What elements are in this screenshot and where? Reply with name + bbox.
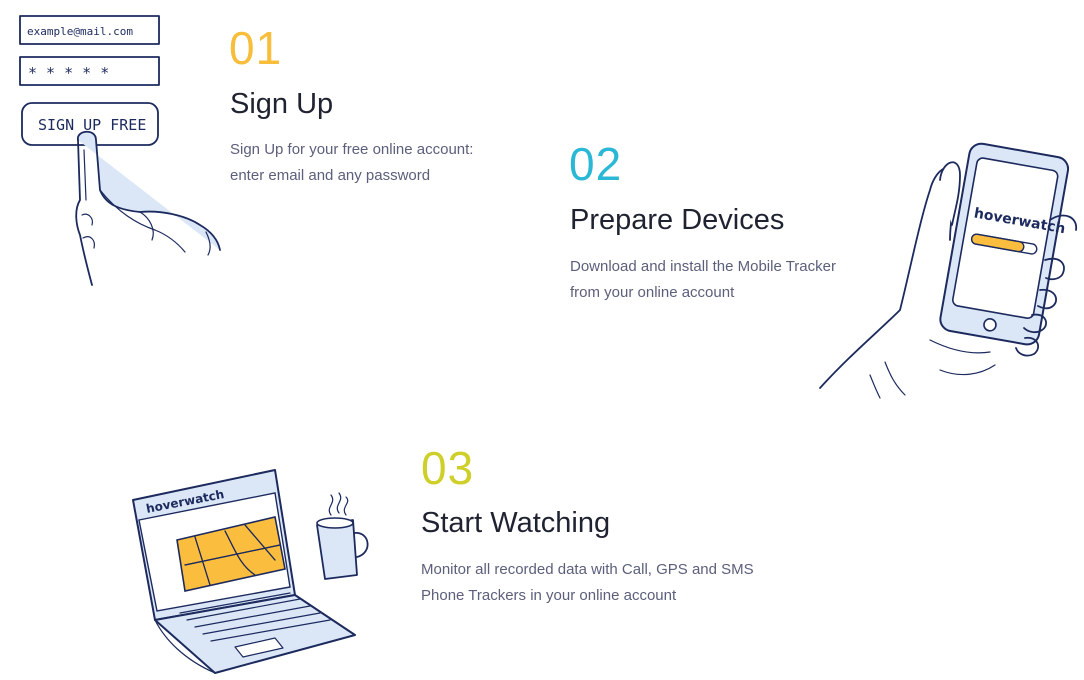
step-1-number: 01 [229,22,283,74]
step-2-title: Prepare Devices [570,204,785,236]
step-2-description-line-2: from your online account [570,284,735,301]
password-field-drawing: * * * * * [19,56,160,86]
password-mask: * * * * * [28,64,109,82]
email-placeholder: example@mail.com [27,25,133,38]
signup-illustration: example@mail.com * * * * * SIGN UP FREE [19,15,221,286]
email-field-drawing: example@mail.com [19,15,160,45]
hand-pointing-icon [75,130,221,286]
step-3-description-line-1: Monitor all recorded data with Call, GPS… [421,561,754,578]
step-3-number: 03 [421,442,475,494]
step-3-title: Start Watching [421,507,611,539]
step-1-description-line-2: enter email and any password [230,167,431,184]
map-drawing [176,516,286,592]
step-2-description-line-1: Download and install the Mobile Tracker [570,258,836,275]
phone-progress-fill [970,233,1025,253]
step-3-description-line-2: Phone Trackers in your online account [421,587,677,604]
laptop-with-map-icon: hoverwatch [132,469,369,674]
signup-button-label: SIGN UP FREE [38,116,146,134]
step-1-description-line-1: Sign Up for your free online account: [230,141,474,158]
step-2-number: 02 [569,138,623,190]
hand-holding-phone-icon: hoverwatch [819,142,1077,399]
coffee-mug-icon [316,492,369,580]
step-1-title: Sign Up [230,88,334,120]
